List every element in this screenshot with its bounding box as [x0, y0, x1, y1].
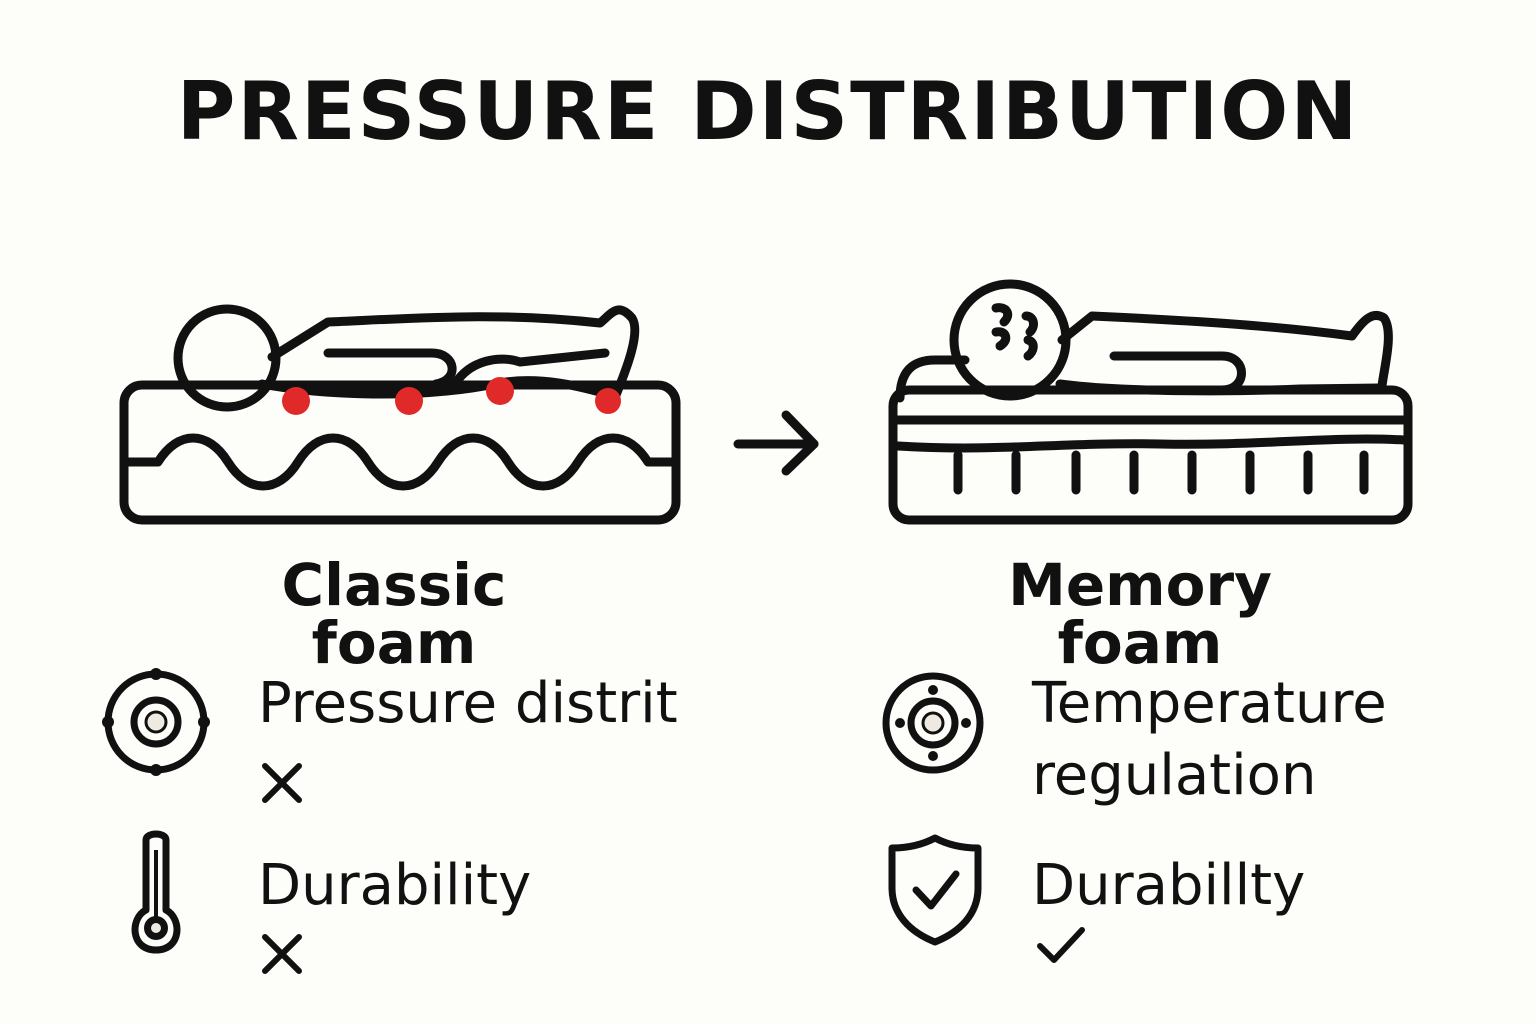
feature-label-durability: Durability — [258, 853, 532, 918]
feature-label-line: Temperature — [1032, 671, 1387, 736]
thermometer-icon — [131, 830, 181, 954]
memory-foam-heading: Memory foam — [1008, 551, 1272, 677]
arrow-icon — [733, 410, 819, 476]
pressure-point — [595, 388, 621, 414]
page-title: PRESSURE DISTRIBUTION — [176, 65, 1360, 158]
pressure-points — [282, 377, 621, 415]
pressure-point — [486, 377, 514, 405]
sleeping-person-icon — [949, 279, 1393, 401]
feature-label-pressure: Pressure distrit — [258, 671, 678, 736]
check-icon — [1037, 927, 1085, 963]
pressure-point — [282, 387, 310, 415]
memory-foam-mattress-icon — [888, 355, 1413, 525]
cross-icon — [262, 763, 302, 803]
pressure-point — [395, 387, 423, 415]
feature-label-temperature: Temperature regulation — [1032, 668, 1387, 812]
shield-check-icon — [888, 834, 982, 946]
feature-label-line: regulation — [1032, 743, 1317, 808]
classic-foam-heading: Classic foam — [281, 551, 507, 677]
person-lying-icon — [173, 304, 640, 412]
classic-foam-mattress-icon — [119, 380, 681, 525]
target-icon — [882, 672, 984, 774]
feature-label-durability: Durabillty — [1032, 853, 1306, 918]
target-icon — [102, 668, 210, 776]
cross-icon — [262, 934, 302, 974]
